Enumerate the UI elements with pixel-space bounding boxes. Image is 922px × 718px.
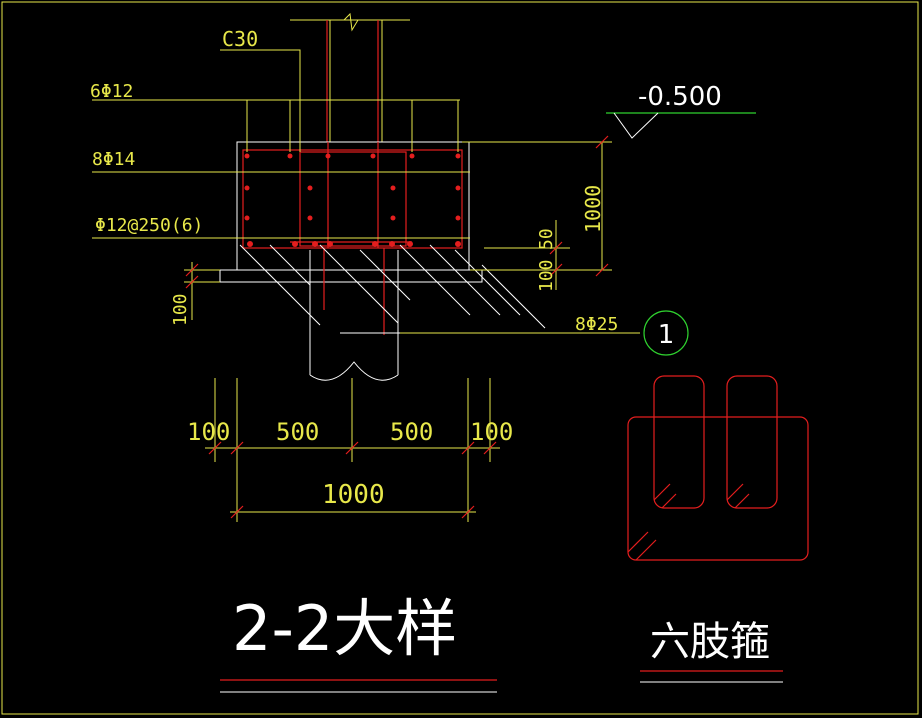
label-leaders	[92, 49, 640, 334]
dim-500-left: 500	[276, 418, 319, 446]
dim-500-right: 500	[390, 418, 433, 446]
elevation-marker	[606, 112, 756, 139]
dim-100-right: 100	[470, 418, 513, 446]
title-underlines	[220, 670, 783, 693]
rebar-top-label: 6Φ12	[90, 81, 133, 102]
dim-1000-vertical: 1000	[581, 185, 605, 233]
dim-100-right-vertical: 100	[536, 259, 557, 292]
detail-title: 2-2大样	[232, 592, 457, 665]
pile-cap	[219, 141, 483, 283]
stirrup-title: 六肢箍	[650, 619, 770, 665]
stirrup-detail	[627, 375, 809, 561]
dim-100-left-vertical: 100	[170, 293, 191, 326]
callout-number: 1	[658, 320, 675, 350]
concrete-grade-label: C30	[222, 27, 258, 51]
rebar-cage	[242, 142, 463, 249]
elevation-label: -0.500	[638, 82, 722, 112]
callout-circle	[643, 310, 689, 356]
rebar-dots	[244, 153, 461, 247]
horizontal-dimensions	[205, 378, 500, 522]
stirrup-label: Φ12@250(6)	[95, 215, 203, 236]
dim-1000: 1000	[322, 480, 385, 510]
pile	[309, 248, 399, 381]
column-outline	[290, 12, 410, 142]
dim-50-vertical: 50	[536, 228, 557, 250]
rebar-side-label: 8Φ14	[92, 149, 135, 170]
rebar-bottom-label: 8Φ25	[575, 314, 618, 335]
dim-100-left: 100	[187, 418, 230, 446]
cap-hatching	[239, 244, 560, 334]
vertical-dimensions	[184, 135, 612, 320]
